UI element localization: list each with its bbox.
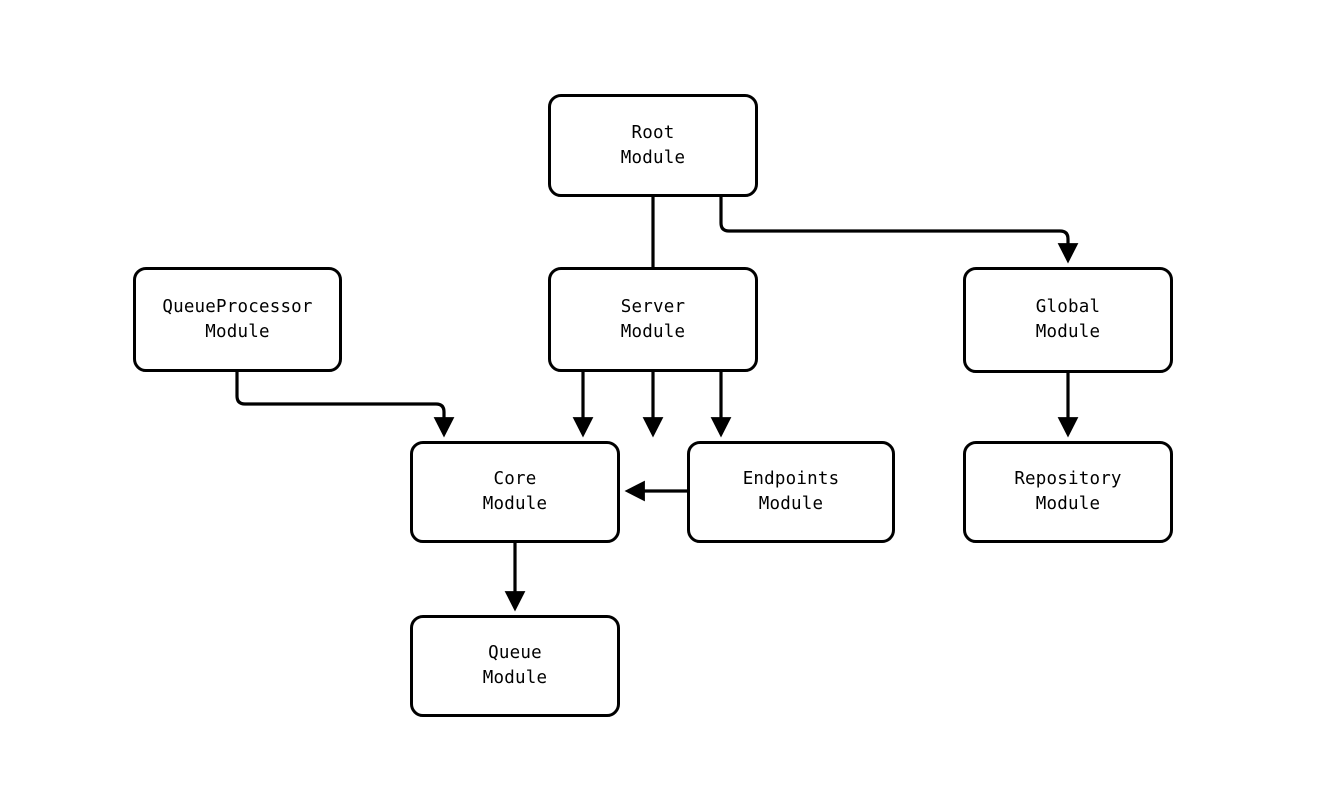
node-queue-module[interactable]: Queue Module — [410, 615, 620, 717]
node-label-line1: Endpoints — [742, 469, 840, 490]
node-server-module[interactable]: Server Module — [548, 267, 758, 372]
node-label-line1: QueueProcessor — [162, 296, 313, 317]
node-label-line2: Module — [1035, 494, 1101, 514]
node-label-line1: Root — [631, 122, 675, 143]
node-label-line2: Module — [620, 321, 686, 342]
node-label-line2: Module — [205, 321, 270, 342]
node-label-line1: Global — [1035, 297, 1101, 318]
node-label-line2: Module — [482, 668, 548, 688]
edge-queueprocessor-core — [235, 372, 455, 438]
node-global-module[interactable]: Global Module — [963, 267, 1173, 373]
node-label-line1: Core — [493, 469, 537, 490]
node-label-line2: Module — [1035, 322, 1101, 342]
node-label-line2: Module — [482, 494, 548, 514]
node-queueprocessor-module[interactable]: QueueProcessor Module — [133, 267, 342, 372]
node-repository-module[interactable]: Repository Module — [963, 441, 1173, 543]
node-label-line1: Queue — [488, 643, 542, 664]
node-label-line1: Repository — [1014, 469, 1122, 490]
node-label-line2: Module — [620, 147, 686, 168]
node-core-module[interactable]: Core Module — [410, 441, 620, 543]
node-endpoints-module[interactable]: Endpoints Module — [687, 441, 895, 543]
node-label-line2: Module — [758, 494, 824, 514]
node-root-module[interactable]: Root Module — [548, 94, 758, 197]
edge-root-global — [719, 197, 1079, 264]
node-label-line1: Server — [620, 296, 686, 317]
